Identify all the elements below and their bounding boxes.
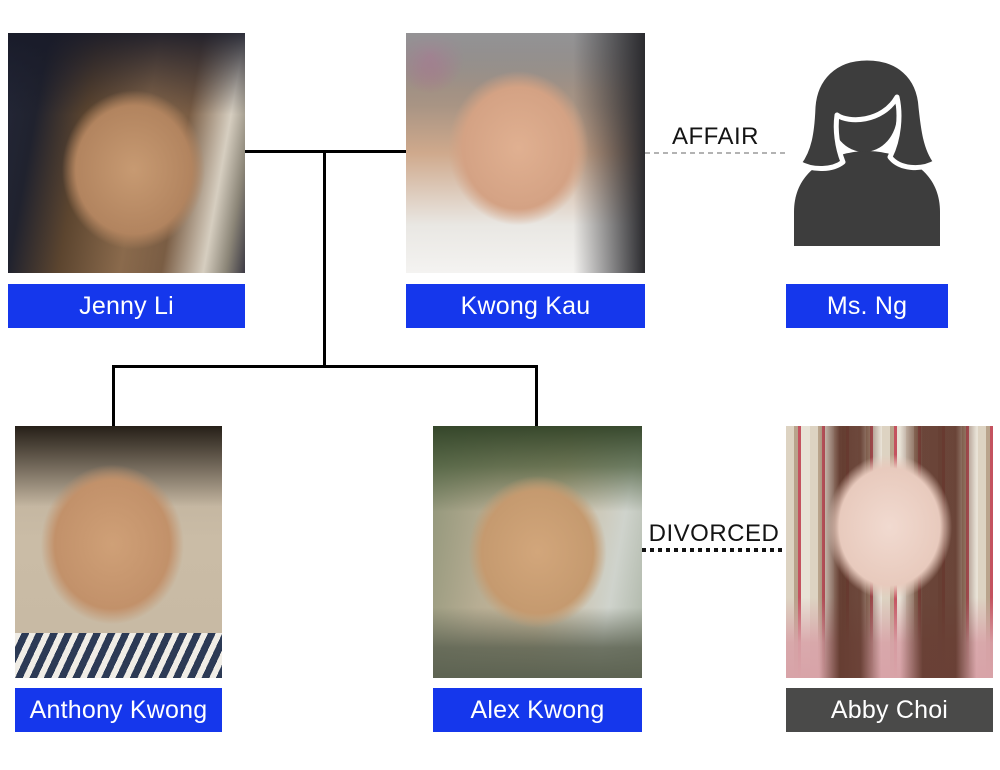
name-label-ms-ng: Ms. Ng xyxy=(786,284,948,328)
photo-anthony-kwong xyxy=(15,426,222,678)
children-line-horizontal xyxy=(112,365,538,368)
name-label-abby-choi: Abby Choi xyxy=(786,688,993,732)
photo-kwong-kau xyxy=(406,33,645,273)
name-label-alex-kwong: Alex Kwong xyxy=(433,688,642,732)
name-label-kwong-kau: Kwong Kau xyxy=(406,284,645,328)
child-drop-line-alex xyxy=(535,365,538,428)
name-label-jenny-li: Jenny Li xyxy=(8,284,245,328)
name-label-anthony-kwong: Anthony Kwong xyxy=(15,688,222,732)
affair-dashed-line xyxy=(645,152,786,154)
marriage-to-children-line-vertical xyxy=(323,150,326,368)
photo-abby-choi xyxy=(786,426,993,678)
divorced-label: DIVORCED xyxy=(648,520,780,547)
divorced-dotted-line xyxy=(642,548,786,552)
woman-silhouette-icon xyxy=(786,55,948,246)
photo-alex-kwong xyxy=(433,426,642,678)
photo-jenny-li xyxy=(8,33,245,273)
child-drop-line-anthony xyxy=(112,365,115,428)
affair-label: AFFAIR xyxy=(671,123,759,150)
